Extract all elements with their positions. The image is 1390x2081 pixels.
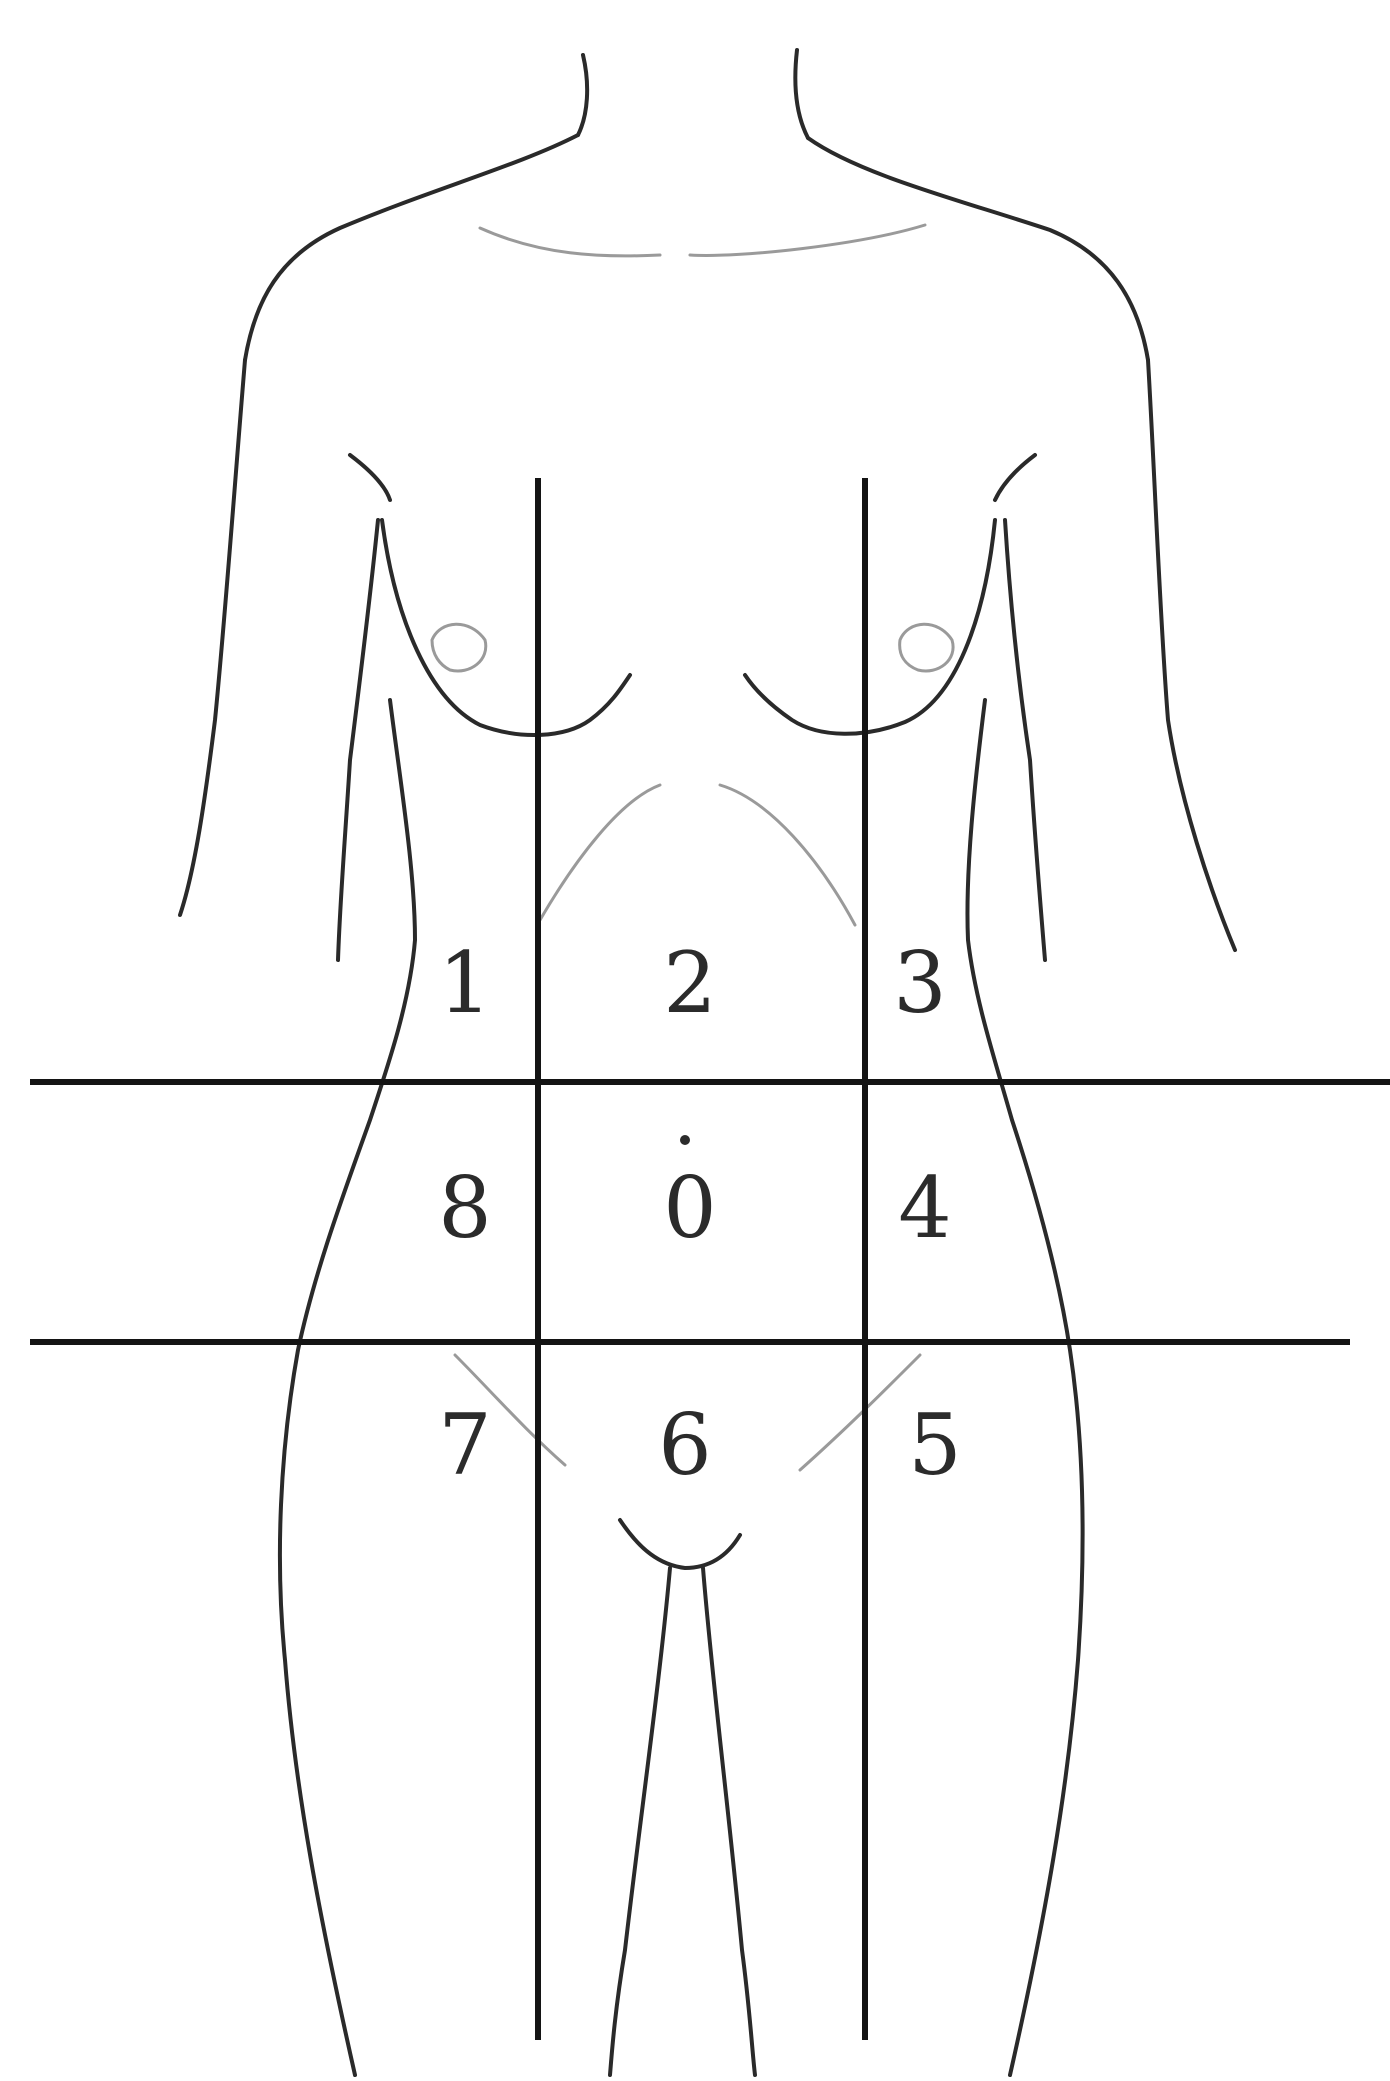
region-label-7: 7	[438, 1396, 491, 1494]
body-outline	[180, 50, 1235, 2075]
nipple-left	[432, 624, 486, 671]
groin-right	[800, 1355, 920, 1470]
region-label-8: 8	[438, 1159, 491, 1257]
neck-left	[578, 55, 587, 135]
rib-cage	[540, 785, 855, 925]
region-label-6: 6	[658, 1396, 711, 1494]
region-label-4: 4	[898, 1159, 951, 1257]
breast-right	[745, 520, 995, 734]
breast-left	[382, 520, 630, 735]
neck-right	[795, 50, 808, 138]
leg-right-inner	[703, 1568, 755, 2075]
torso-left	[280, 700, 415, 2075]
region-label-3: 3	[893, 934, 946, 1032]
arm-left-outer	[180, 360, 245, 915]
crotch	[620, 1520, 740, 1568]
region-label-2: 2	[663, 934, 716, 1032]
region-label-1: 1	[438, 934, 491, 1032]
nipple-right	[900, 624, 953, 671]
region-label-5: 5	[908, 1396, 961, 1494]
navel-mark	[680, 1135, 690, 1145]
shoulder-left	[245, 135, 578, 360]
torso-right	[967, 700, 1082, 2075]
region-label-0: 0	[663, 1159, 716, 1257]
arm-right-outer	[1148, 360, 1235, 950]
shoulder-right	[808, 138, 1148, 360]
region-grid	[30, 478, 1390, 2040]
region-labels: 1 2 3 8 0 4 7 6 5	[438, 934, 961, 1494]
leg-left-inner	[610, 1568, 670, 2075]
arm-right-inner	[995, 455, 1045, 960]
clavicle	[480, 225, 925, 256]
